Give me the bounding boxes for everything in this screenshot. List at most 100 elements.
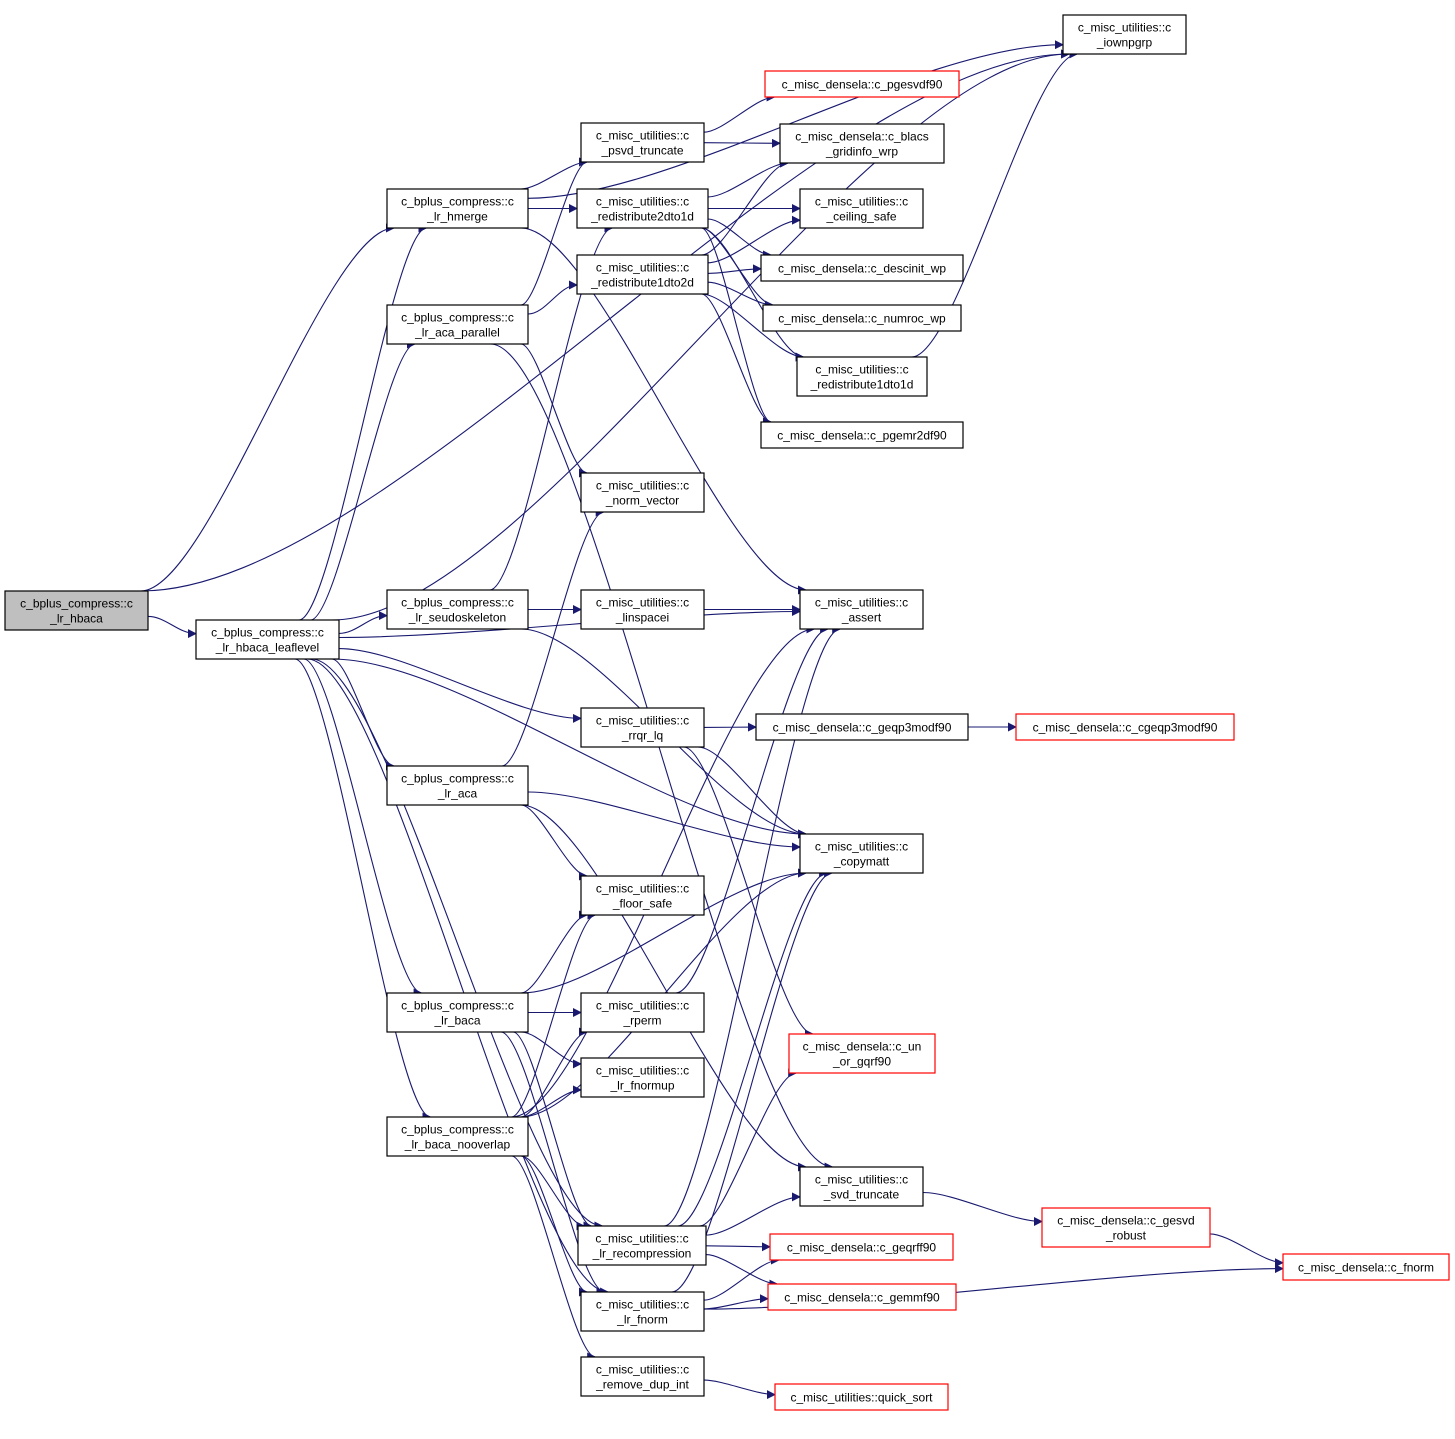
node-geqrff90[interactable]: c_misc_densela::c_geqrff90 xyxy=(769,1233,954,1261)
node-box[interactable] xyxy=(386,188,529,229)
call-edge-redistribute1dto1d-to-iownpgrp xyxy=(911,49,1079,358)
node-box[interactable] xyxy=(580,992,705,1033)
node-box[interactable] xyxy=(764,70,960,98)
node-box[interactable] xyxy=(779,123,945,164)
node-psvd_truncate[interactable]: c_misc_utilities::c_psvd_truncate xyxy=(580,122,705,163)
node-box[interactable] xyxy=(386,1116,529,1157)
node-lr_seudoskeleton[interactable]: c_bplus_compress::c_lr_seudoskeleton xyxy=(386,589,529,630)
node-lr_hbaca_leaflevel[interactable]: c_bplus_compress::c_lr_hbaca_leaflevel xyxy=(195,619,340,660)
node-floor_safe[interactable]: c_misc_utilities::c_floor_safe xyxy=(580,875,705,916)
node-linspacei[interactable]: c_misc_utilities::c_linspacei xyxy=(580,589,705,630)
node-label-line: c_misc_densela::c_pgemr2df90 xyxy=(777,429,947,443)
node-label-line: c_misc_utilities::c xyxy=(596,1298,689,1312)
node-lr_hbaca[interactable]: c_bplus_compress::c_lr_hbaca xyxy=(4,590,149,631)
node-lr_baca[interactable]: c_bplus_compress::c_lr_baca xyxy=(386,992,529,1033)
node-lr_aca[interactable]: c_bplus_compress::c_lr_aca xyxy=(386,765,529,806)
node-blacs_gridinfo[interactable]: c_misc_densela::c_blacs_gridinfo_wrp xyxy=(779,123,945,164)
node-box[interactable] xyxy=(576,254,709,295)
node-pgesvdf90[interactable]: c_misc_densela::c_pgesvdf90 xyxy=(764,70,960,98)
call-edge-lr_recompression-to-svd_truncate xyxy=(705,1192,801,1236)
node-box[interactable] xyxy=(760,421,964,449)
node-lr_fnorm[interactable]: c_misc_utilities::c_lr_fnorm xyxy=(580,1291,705,1332)
node-gesvd_robust[interactable]: c_misc_densela::c_gesvd_robust xyxy=(1041,1207,1211,1248)
node-box[interactable] xyxy=(1062,14,1187,55)
node-box[interactable] xyxy=(580,472,705,513)
call-edge-lr_hmerge-to-assert xyxy=(520,227,807,595)
node-pgemr2df90[interactable]: c_misc_densela::c_pgemr2df90 xyxy=(760,421,964,449)
call-edge-rrqr_lq-to-un_or_gqrf90 xyxy=(683,746,814,1039)
node-box[interactable] xyxy=(1282,1253,1450,1281)
node-box[interactable] xyxy=(4,590,149,631)
node-quick_sort[interactable]: c_misc_utilities::quick_sort xyxy=(774,1383,949,1411)
node-box[interactable] xyxy=(788,1033,936,1074)
node-lr_baca_nooverlap[interactable]: c_bplus_compress::c_lr_baca_nooverlap xyxy=(386,1116,529,1157)
node-label-line: _lr_hbaca xyxy=(49,612,103,626)
node-box[interactable] xyxy=(796,356,928,397)
node-box[interactable] xyxy=(1041,1207,1211,1248)
node-cgeqp3modf90[interactable]: c_misc_densela::c_cgeqp3modf90 xyxy=(1015,713,1235,741)
node-label-line: _redistribute1dto1d xyxy=(810,378,914,392)
node-lr_fnormup[interactable]: c_misc_utilities::c_lr_fnormup xyxy=(580,1057,705,1098)
node-gemmf90[interactable]: c_misc_densela::c_gemmf90 xyxy=(767,1283,957,1311)
node-label-line: _lr_seudoskeleton xyxy=(408,611,506,625)
node-box[interactable] xyxy=(386,992,529,1033)
node-redistribute2dto1d[interactable]: c_misc_utilities::c_redistribute2dto1d xyxy=(576,188,709,229)
node-rperm[interactable]: c_misc_utilities::c_rperm xyxy=(580,992,705,1033)
node-label-line: c_misc_densela::c_geqp3modf90 xyxy=(773,721,952,735)
node-geqp3modf90[interactable]: c_misc_densela::c_geqp3modf90 xyxy=(755,713,969,741)
node-box[interactable] xyxy=(799,1166,924,1207)
node-box[interactable] xyxy=(762,304,962,332)
node-box[interactable] xyxy=(769,1233,954,1261)
node-box[interactable] xyxy=(195,619,340,660)
node-un_or_gqrf90[interactable]: c_misc_densela::c_un_or_gqrf90 xyxy=(788,1033,936,1074)
node-rrqr_lq[interactable]: c_misc_utilities::c_rrqr_lq xyxy=(580,707,705,748)
node-descinit_wp[interactable]: c_misc_densela::c_descinit_wp xyxy=(760,254,964,282)
call-edge-lr_hmerge-to-iownpgrp xyxy=(527,40,1064,199)
node-copymatt[interactable]: c_misc_utilities::c_copymatt xyxy=(799,833,924,874)
node-iownpgrp[interactable]: c_misc_utilities::c_iownpgrp xyxy=(1062,14,1187,55)
node-box[interactable] xyxy=(577,1225,707,1266)
node-box[interactable] xyxy=(386,589,529,630)
node-box[interactable] xyxy=(580,589,705,630)
node-box[interactable] xyxy=(580,1057,705,1098)
call-edge-redistribute1dto2d-to-ceiling_safe xyxy=(707,215,801,264)
node-label-line: _or_gqrf90 xyxy=(832,1055,891,1069)
node-box[interactable] xyxy=(580,1291,705,1332)
node-box[interactable] xyxy=(799,833,924,874)
node-lr_aca_parallel[interactable]: c_bplus_compress::c_lr_aca_parallel xyxy=(386,304,529,345)
call-edge-redistribute1dto2d-to-pgemr2df90 xyxy=(701,293,772,427)
node-label-line: _redistribute2dto1d xyxy=(590,210,694,224)
node-box[interactable] xyxy=(774,1383,949,1411)
call-edge-lr_baca-to-floor_safe xyxy=(520,910,588,994)
node-numroc_wp[interactable]: c_misc_densela::c_numroc_wp xyxy=(762,304,962,332)
node-box[interactable] xyxy=(767,1283,957,1311)
node-assert[interactable]: c_misc_utilities::c_assert xyxy=(799,589,924,630)
node-remove_dup_int[interactable]: c_misc_utilities::c_remove_dup_int xyxy=(580,1356,705,1397)
node-box[interactable] xyxy=(580,875,705,916)
node-lr_hmerge[interactable]: c_bplus_compress::c_lr_hmerge xyxy=(386,188,529,229)
node-lr_recompression[interactable]: c_misc_utilities::c_lr_recompression xyxy=(577,1225,707,1266)
node-box[interactable] xyxy=(580,1356,705,1397)
node-redistribute1dto1d[interactable]: c_misc_utilities::c_redistribute1dto1d xyxy=(796,356,928,397)
node-box[interactable] xyxy=(799,589,924,630)
node-box[interactable] xyxy=(580,707,705,748)
node-box[interactable] xyxy=(755,713,969,741)
call-edge-redistribute1dto2d-to-redistribute1dto1d xyxy=(701,293,805,362)
node-box[interactable] xyxy=(799,188,924,229)
node-label-line: c_misc_utilities::c xyxy=(815,363,908,377)
node-box[interactable] xyxy=(1015,713,1235,741)
node-label-line: _psvd_truncate xyxy=(600,144,683,158)
node-ceiling_safe[interactable]: c_misc_utilities::c_ceiling_safe xyxy=(799,188,924,229)
node-redistribute1dto2d[interactable]: c_misc_utilities::c_redistribute1dto2d xyxy=(576,254,709,295)
node-box[interactable] xyxy=(386,765,529,806)
node-norm_vector[interactable]: c_misc_utilities::c_norm_vector xyxy=(580,472,705,513)
call-edge-psvd_truncate-to-blacs_gridinfo xyxy=(703,138,781,148)
node-box[interactable] xyxy=(760,254,964,282)
node-label-line: c_misc_utilities::c xyxy=(596,714,689,728)
node-box[interactable] xyxy=(576,188,709,229)
node-box[interactable] xyxy=(386,304,529,345)
node-svd_truncate[interactable]: c_misc_utilities::c_svd_truncate xyxy=(799,1166,924,1207)
node-fnorm[interactable]: c_misc_densela::c_fnorm xyxy=(1282,1253,1450,1281)
node-box[interactable] xyxy=(580,122,705,163)
